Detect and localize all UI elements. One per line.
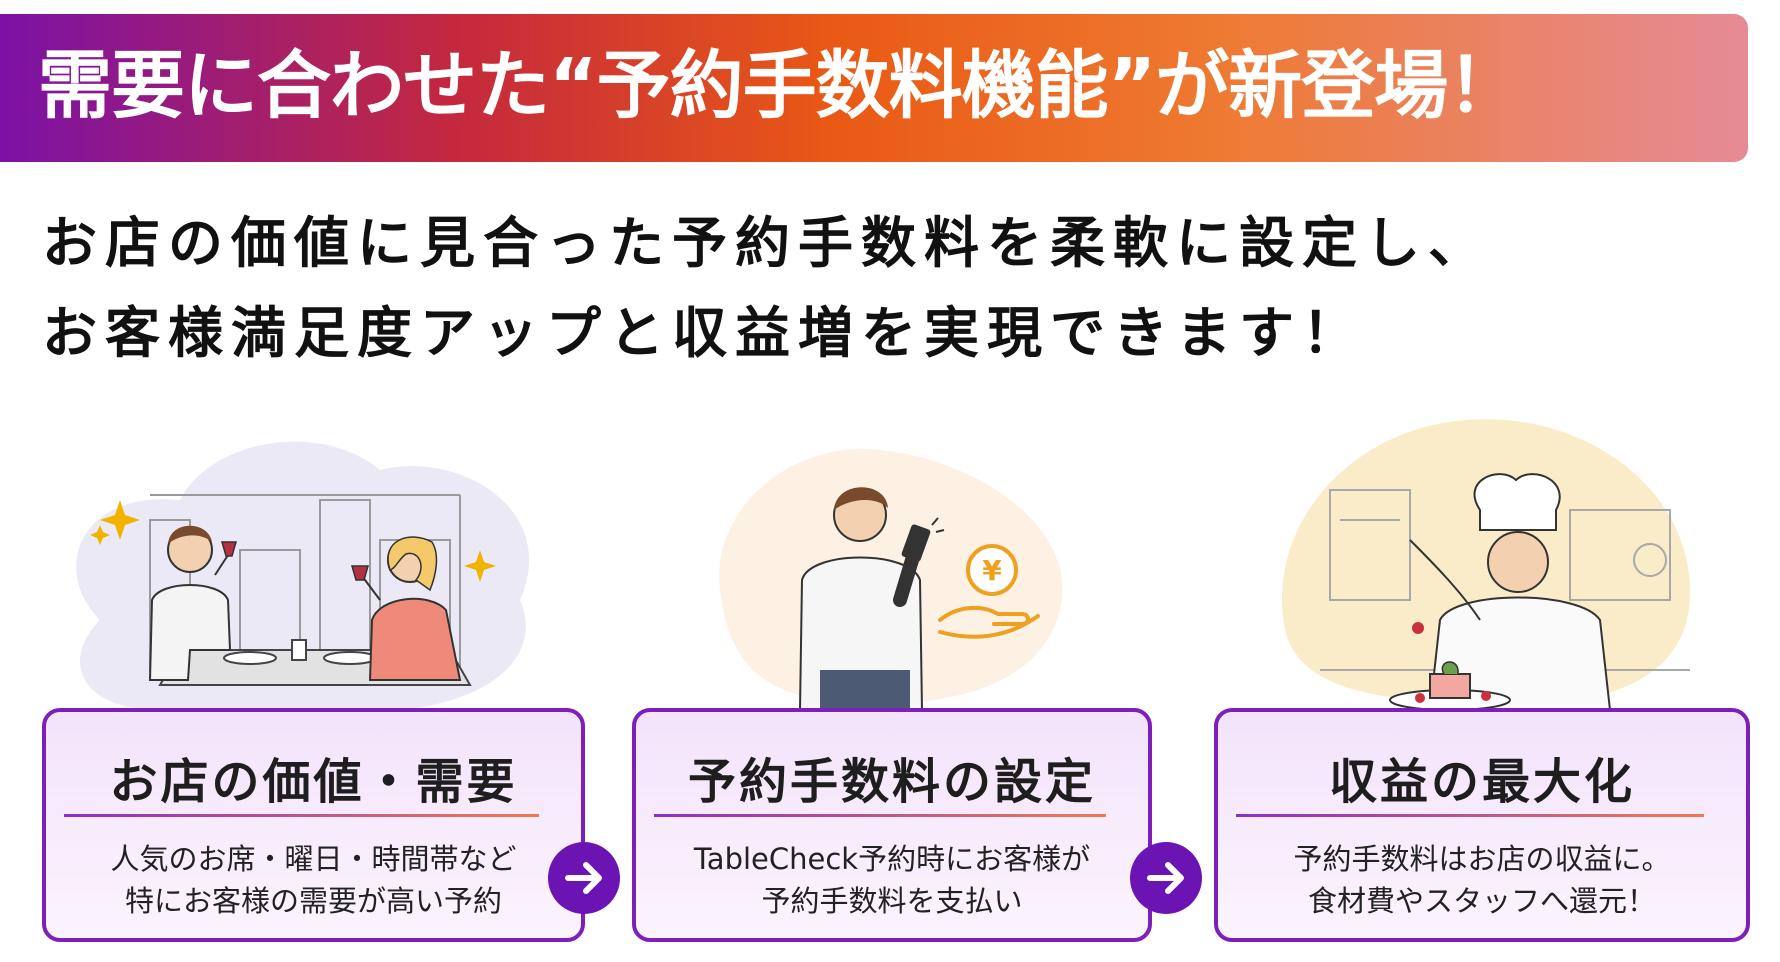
step-card-title: 予約手数料の設定 — [687, 754, 1096, 810]
step-card-description: TableCheck予約時にお客様が 予約手数料を支払い — [636, 838, 1148, 922]
arrow-right-icon — [1130, 842, 1202, 914]
step-card-description-line-1: TableCheck予約時にお客様が — [693, 842, 1091, 876]
man-with-phone-illustration — [798, 487, 945, 710]
step-card-shop-value: お店の価値・需要 人気のお席・曜日・時間帯など 特にお客様の需要が高い予約 — [42, 708, 585, 942]
card-divider — [1236, 814, 1704, 817]
step-card-description-line-2: 予約手数料を支払い — [761, 884, 1023, 918]
arrow-right-icon — [548, 842, 620, 914]
step-card-description-line-2: 食材費やスタッフへ還元！ — [1307, 884, 1656, 918]
step-card-fee-setting: 予約手数料の設定 TableCheck予約時にお客様が 予約手数料を支払い — [632, 708, 1152, 942]
step-card-revenue: 収益の最大化 予約手数料はお店の収益に。 食材費やスタッフへ還元！ — [1214, 708, 1750, 942]
title-banner: 需要に合わせた“予約手数料機能”が新登場！ — [0, 14, 1748, 162]
step-card-title: お店の価値・需要 — [109, 754, 518, 810]
lead-text-line-1: お店の価値に見合った予約手数料を柔軟に設定し、 — [42, 211, 1492, 275]
couple-dining-illustration — [90, 494, 496, 686]
yen-coin-icon: ¥ — [938, 544, 1040, 639]
step-card-description-line-1: 予約手数料はお店の収益に。 — [1293, 842, 1671, 876]
page-title: 需要に合わせた“予約手数料機能”が新登場！ — [38, 43, 1521, 129]
card-divider — [64, 814, 539, 817]
step-card-title: 収益の最大化 — [1328, 754, 1635, 810]
step-card-description: 人気のお席・曜日・時間帯など 特にお客様の需要が高い予約 — [46, 838, 581, 922]
svg-text:¥: ¥ — [982, 554, 1002, 587]
lead-text-line-2: お客様満足度アップと収益増を実現できます！ — [42, 301, 1366, 365]
step-card-description: 予約手数料はお店の収益に。 食材費やスタッフへ還元！ — [1218, 838, 1746, 922]
chef-illustration — [1320, 473, 1690, 710]
step-card-description-line-2: 特にお客様の需要が高い予約 — [124, 884, 502, 918]
card-divider — [654, 814, 1106, 817]
sparkle-icon — [90, 500, 140, 545]
step-card-description-line-1: 人気のお席・曜日・時間帯など — [110, 842, 517, 876]
